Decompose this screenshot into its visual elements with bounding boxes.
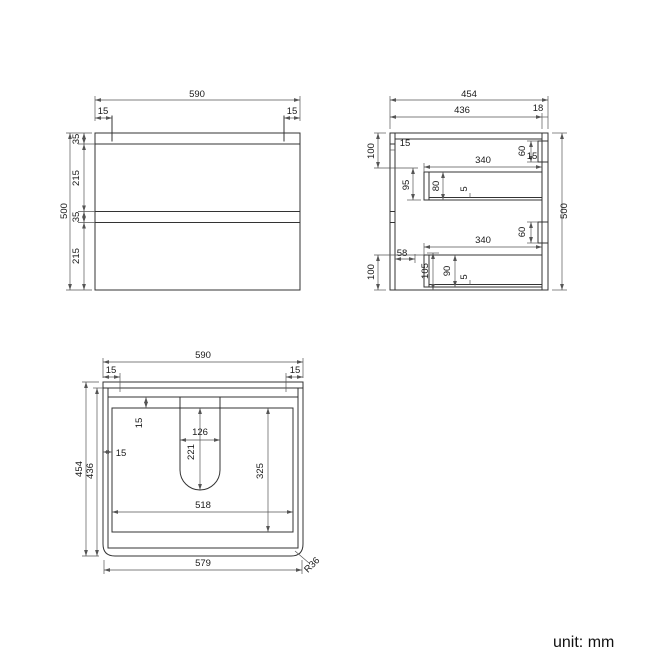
dim-front-seg-top: 35 bbox=[71, 134, 82, 145]
wall-rail-top bbox=[537, 140, 549, 163]
dim-side-drawer1-base: 5 bbox=[459, 186, 470, 191]
dim-plan-inset-right: 15 bbox=[290, 365, 301, 376]
dim-plan-depth-total: 454 bbox=[74, 461, 85, 477]
dim-side-drawer2-box-height: 90 bbox=[442, 266, 453, 277]
dim-side-top-clearance: 100 bbox=[366, 143, 377, 159]
dim-front-width: 590 bbox=[189, 89, 205, 100]
dim-plan-cutout-depth: 221 bbox=[186, 444, 197, 460]
dim-plan-rail-thickness: 15 bbox=[134, 418, 145, 429]
cabinet-plan-outline bbox=[102, 381, 304, 557]
front-view-dimension-lines bbox=[66, 96, 301, 291]
dim-front-seg-drawer2: 215 bbox=[71, 248, 82, 264]
dim-side-drawer1-box-height: 80 bbox=[431, 181, 442, 192]
side-view-geometry bbox=[389, 132, 549, 291]
dim-plan-inner-width: 518 bbox=[195, 500, 211, 511]
unit-label: unit: mm bbox=[553, 634, 614, 650]
dim-side-rail2-height: 60 bbox=[517, 227, 528, 238]
dim-side-drawer1-front-height: 95 bbox=[401, 180, 412, 191]
dim-front-seg-gap: 35 bbox=[71, 212, 82, 223]
dim-side-drawer2-front-height: 105 bbox=[420, 263, 431, 279]
dim-side-depth-body: 436 bbox=[454, 105, 470, 116]
dim-side-depth-total: 454 bbox=[461, 89, 477, 100]
dim-side-rail1-thickness: 15 bbox=[527, 151, 538, 162]
front-view-geometry bbox=[94, 115, 301, 291]
dim-plan-inset-left: 15 bbox=[106, 365, 117, 376]
dim-side-rail1-height: 60 bbox=[517, 146, 528, 157]
side-view: 454 436 18 500 100 15 60 15 340 95 80 5 … bbox=[366, 89, 570, 291]
dim-plan-inner-depth: 325 bbox=[255, 463, 266, 479]
dim-side-drawer2-depth: 340 bbox=[475, 235, 491, 246]
front-view: 590 15 15 500 35 215 35 215 bbox=[59, 89, 301, 291]
dim-side-bottom-clearance: 100 bbox=[366, 264, 377, 280]
dim-side-height: 500 bbox=[559, 203, 570, 219]
dim-side-gap: 58 bbox=[397, 248, 408, 259]
dim-plan-cutout-width: 126 bbox=[192, 427, 208, 438]
dim-side-drawer1-depth: 340 bbox=[475, 155, 491, 166]
dim-side-drawer2-base: 5 bbox=[459, 274, 470, 279]
dim-plan-corner-radius: R36 bbox=[302, 555, 322, 575]
side-view-dimension-lines bbox=[374, 96, 567, 291]
plan-view: 590 15 15 454 436 15 126 15 221 325 518 … bbox=[74, 350, 322, 575]
dim-front-seg-drawer1: 215 bbox=[71, 170, 82, 186]
dim-plan-wall-thickness: 15 bbox=[116, 448, 127, 459]
dim-plan-width: 590 bbox=[195, 350, 211, 361]
dim-front-inset-left: 15 bbox=[98, 106, 109, 117]
dim-plan-front-width: 579 bbox=[195, 558, 211, 569]
dim-plan-depth-body: 436 bbox=[85, 463, 96, 479]
dim-front-inset-right: 15 bbox=[287, 106, 298, 117]
dim-side-front-thickness: 15 bbox=[400, 138, 411, 149]
wall-rail-bottom bbox=[537, 221, 549, 244]
plan-view-geometry bbox=[102, 381, 304, 557]
dim-front-height: 500 bbox=[59, 203, 70, 219]
plan-inner-opening bbox=[111, 407, 294, 533]
radius-leader-line bbox=[294, 550, 310, 564]
plan-view-dimension-lines bbox=[82, 358, 310, 574]
dim-side-back-offset: 18 bbox=[533, 103, 544, 114]
